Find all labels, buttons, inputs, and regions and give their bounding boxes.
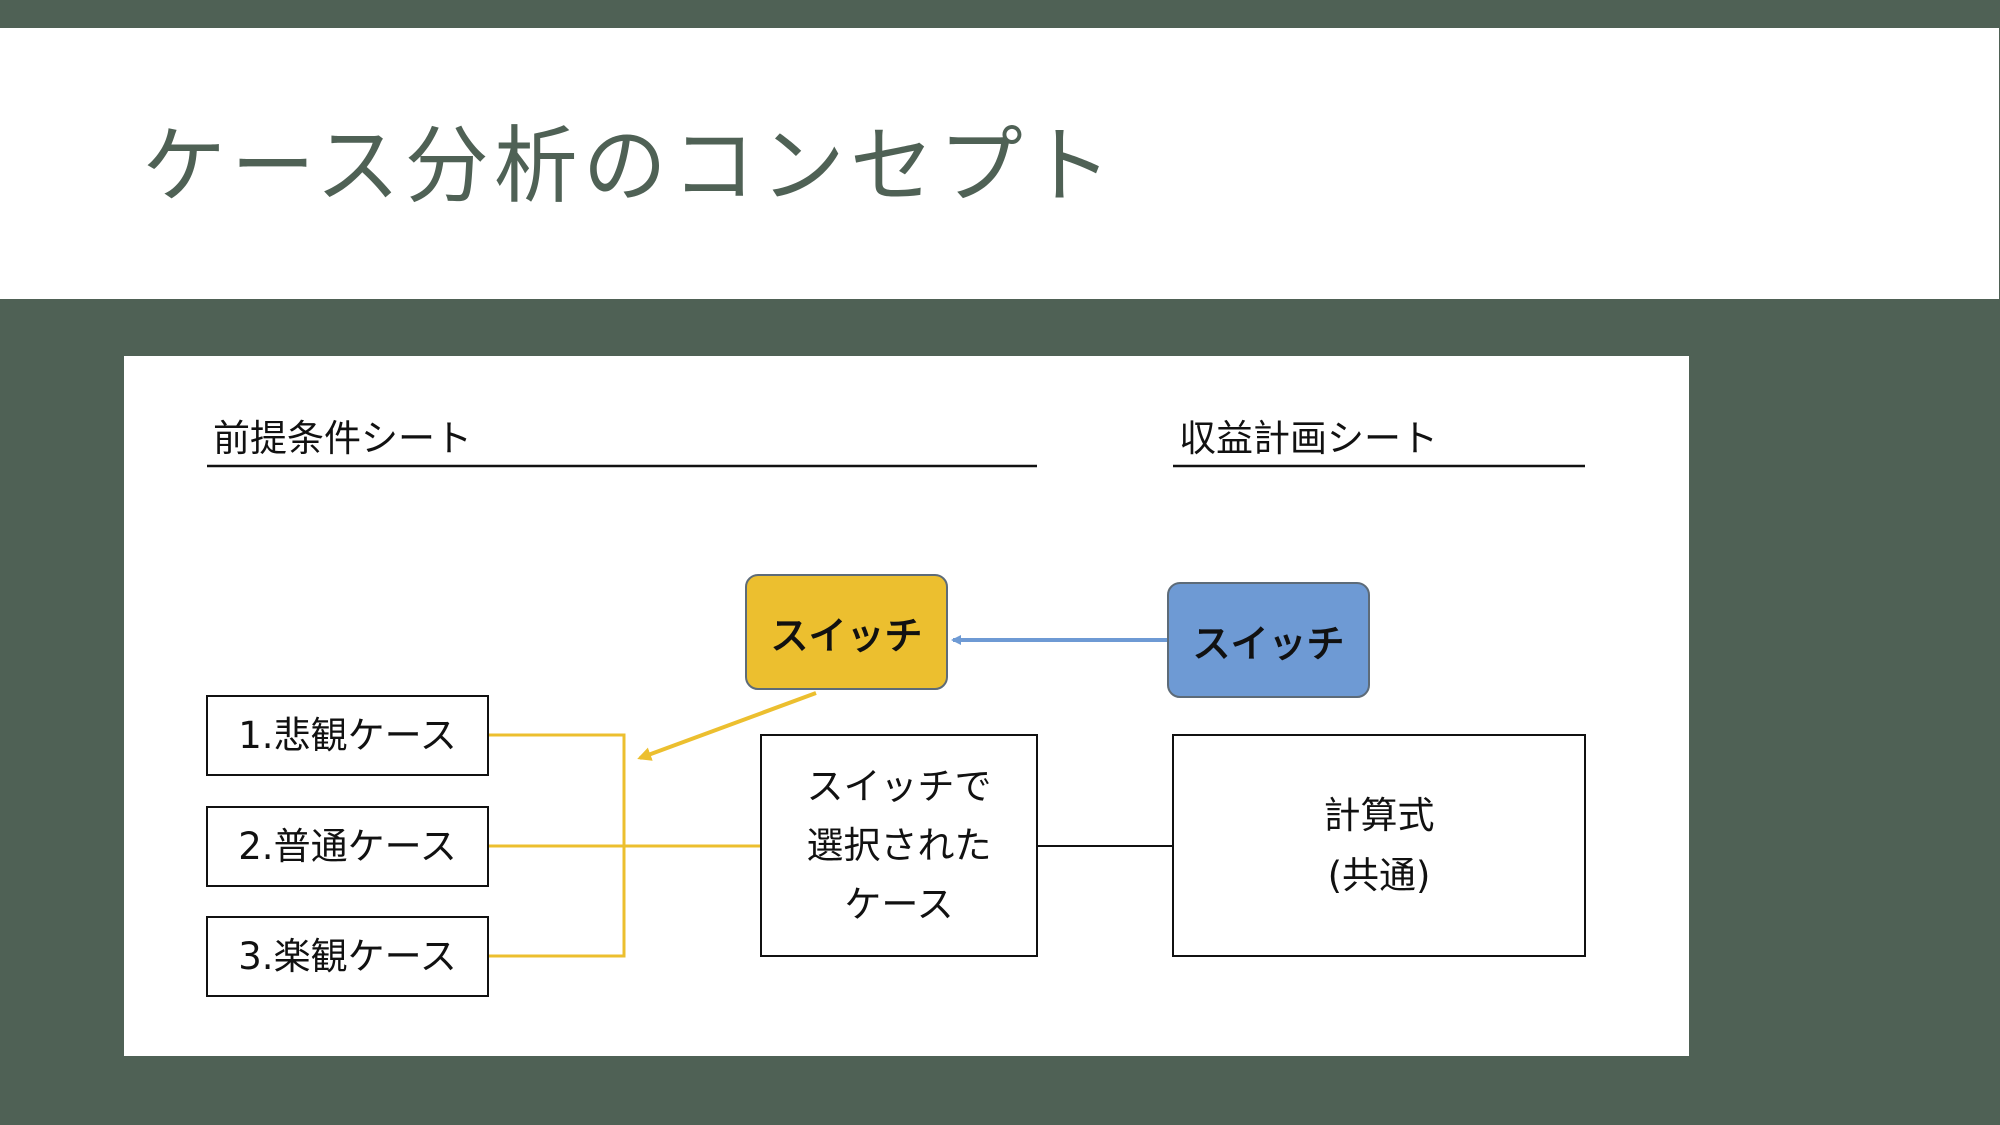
formula-line-2: (共通)	[1327, 853, 1431, 897]
switch-premise: スイッチ	[745, 574, 948, 690]
formula-box: 計算式 (共通)	[1172, 734, 1586, 957]
case-box-optimistic: 3.楽観ケース	[206, 916, 489, 997]
yellow-switch-arrow	[637, 691, 817, 761]
case-box-pessimistic: 1.悲観ケース	[206, 695, 489, 776]
case-box-normal: 2.普通ケース	[206, 806, 489, 887]
selected-case-line-2: 選択された	[806, 823, 992, 867]
diagram-panel: 前提条件シート 収益計画シート 1.悲観ケース 2.普通ケース 3.楽観ケース …	[124, 356, 1689, 1056]
title-band	[0, 28, 1999, 299]
premise-sheet-label: 前提条件シート	[213, 417, 472, 460]
selected-case-box: スイッチで 選択された ケース	[760, 734, 1038, 957]
formula-line-1: 計算式	[1323, 794, 1435, 838]
slide-title: ケース分析のコンセプト	[142, 117, 1117, 215]
selected-case-line-1: スイッチで	[806, 764, 992, 808]
selected-case-line-3: ケース	[844, 883, 954, 927]
switch-plan: スイッチ	[1167, 582, 1370, 698]
connector-lines	[207, 464, 1585, 958]
plan-sheet-label: 収益計画シート	[1179, 417, 1438, 460]
